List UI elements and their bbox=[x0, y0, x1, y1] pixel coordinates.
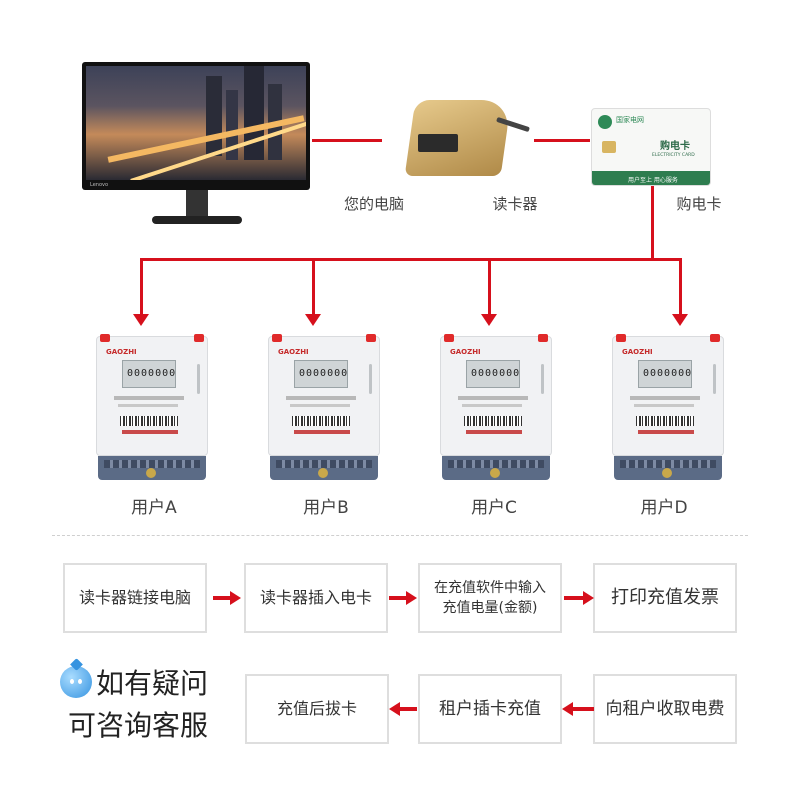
meter-display: 0000000 bbox=[471, 368, 521, 379]
computer-monitor: Lenovo bbox=[82, 62, 310, 228]
electric-meter-d: GAOZHI 0000000 bbox=[612, 334, 724, 480]
service-line-1: 如有疑问 bbox=[96, 667, 209, 700]
meter-display: 0000000 bbox=[127, 368, 177, 379]
user-label-d: 用户D bbox=[640, 498, 688, 518]
meter-brand: GAOZHI bbox=[278, 348, 309, 356]
flow-arrow-left-1 bbox=[562, 702, 594, 716]
flow-step-enter-amount-line1: 在充值软件中输入 bbox=[434, 580, 546, 596]
flow-step-tenant-recharge: 租户插卡充值 bbox=[418, 674, 562, 744]
electric-meter-a: GAOZHI 0000000 bbox=[96, 334, 208, 480]
flow-step-reader-connect-pc: 读卡器链接电脑 bbox=[63, 563, 207, 633]
arrow-to-meter-c bbox=[481, 314, 497, 326]
connector-card-down bbox=[651, 186, 654, 260]
branch-b bbox=[312, 258, 315, 316]
flow-step-enter-amount: 在充值软件中输入 充值电量(金额) bbox=[418, 563, 562, 633]
branch-d bbox=[679, 258, 682, 316]
arrow-to-meter-a bbox=[133, 314, 149, 326]
user-label-c: 用户C bbox=[471, 498, 517, 518]
card-title-text: 购电卡 bbox=[660, 141, 690, 152]
card-sub-text: ELECTRICITY CARD bbox=[652, 153, 695, 158]
flow-step-collect-fee: 向租户收取电费 bbox=[593, 674, 737, 744]
meter-brand: GAOZHI bbox=[450, 348, 481, 356]
flow-step-enter-amount-line2: 充值电量(金额) bbox=[442, 600, 538, 616]
flow-arrow-left-2 bbox=[389, 702, 417, 716]
meter-brand: GAOZHI bbox=[106, 348, 137, 356]
service-line-2: 可咨询客服 bbox=[68, 709, 209, 742]
connector-reader-card bbox=[534, 139, 590, 142]
flow-step-unplug-card: 充值后拔卡 bbox=[245, 674, 389, 744]
branch-c bbox=[488, 258, 491, 316]
meter-brand: GAOZHI bbox=[622, 348, 653, 356]
meter-display: 0000000 bbox=[643, 368, 693, 379]
branch-a bbox=[140, 258, 143, 316]
electricity-card: 国家电网 购电卡 ELECTRICITY CARD 用户至上 用心服务 bbox=[591, 108, 711, 186]
meter-display: 0000000 bbox=[299, 368, 349, 379]
flow-arrow-right-1 bbox=[213, 591, 241, 605]
section-divider bbox=[52, 535, 748, 536]
user-label-a: 用户A bbox=[131, 498, 177, 518]
customer-service-icon[interactable] bbox=[60, 666, 92, 698]
connector-computer-reader bbox=[312, 139, 382, 142]
card-footer-text: 用户至上 用心服务 bbox=[628, 177, 678, 184]
card-brand-text: 国家电网 bbox=[616, 116, 644, 124]
electric-meter-c: GAOZHI 0000000 bbox=[440, 334, 552, 480]
electric-meter-b: GAOZHI 0000000 bbox=[268, 334, 380, 480]
reader-label: 读卡器 bbox=[492, 195, 538, 213]
flow-step-insert-card: 读卡器插入电卡 bbox=[244, 563, 388, 633]
computer-label: 您的电脑 bbox=[343, 195, 404, 213]
user-label-b: 用户B bbox=[303, 498, 349, 518]
distribution-bus bbox=[140, 258, 682, 261]
flow-arrow-right-2 bbox=[389, 591, 417, 605]
card-label: 购电卡 bbox=[676, 195, 722, 213]
flow-arrow-right-3 bbox=[564, 591, 594, 605]
flow-step-print-invoice: 打印充值发票 bbox=[593, 563, 737, 633]
card-reader-device bbox=[396, 92, 532, 184]
arrow-to-meter-b bbox=[305, 314, 321, 326]
arrow-to-meter-d bbox=[672, 314, 688, 326]
